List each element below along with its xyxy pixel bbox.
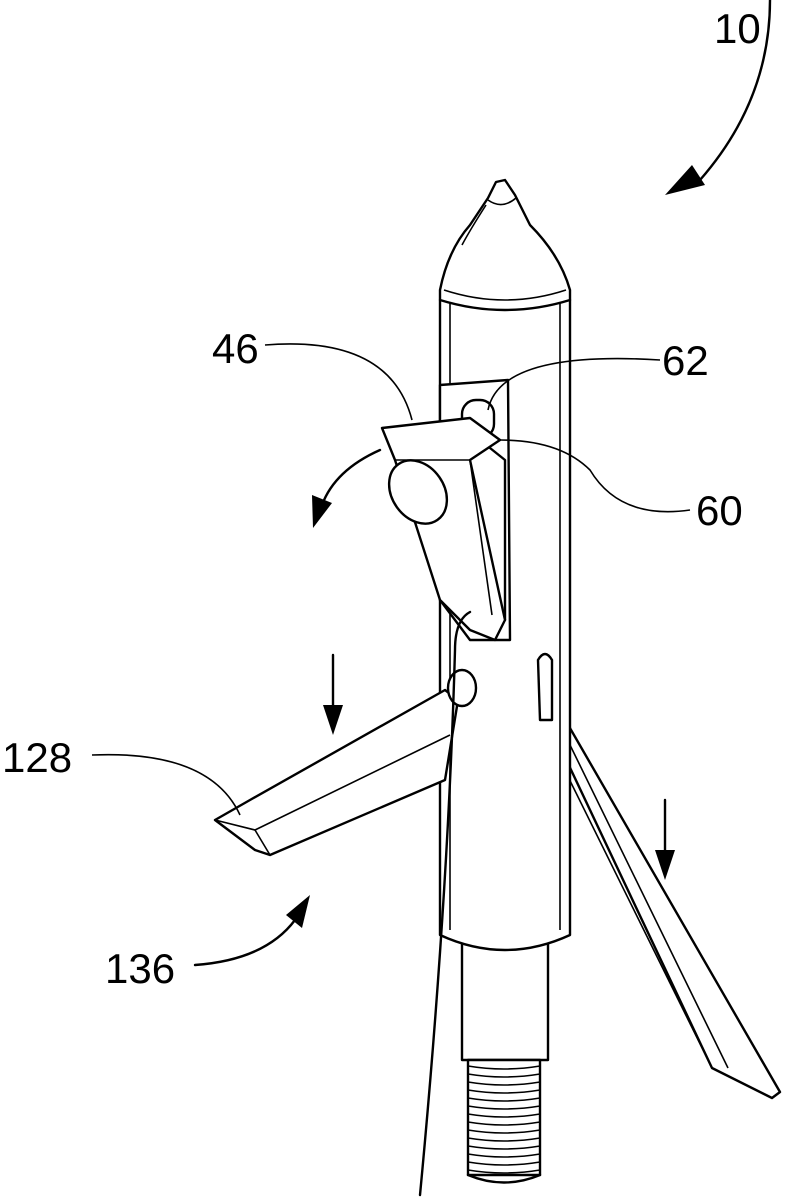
thread-line: [467, 1169, 541, 1174]
thread-line: [467, 1089, 541, 1094]
thread-line: [467, 1129, 541, 1134]
thread-line: [467, 1113, 541, 1118]
top-blade: [380, 416, 507, 642]
tip: [438, 178, 572, 312]
label-128: 128: [2, 734, 73, 781]
thread-line: [467, 1097, 541, 1102]
thread-line: [467, 1105, 541, 1110]
thread-line: [467, 1137, 541, 1142]
arrows: [193, 0, 772, 967]
thread-line: [467, 1145, 541, 1150]
right-blade: [536, 688, 782, 1100]
label-46: 46: [212, 325, 259, 372]
label-60: 60: [696, 487, 743, 534]
thread-line: [467, 1081, 541, 1086]
label-10: 10: [714, 5, 761, 52]
label-62: 62: [662, 337, 709, 384]
thread-line: [467, 1065, 541, 1070]
threaded-shank: [460, 938, 550, 1184]
thread-line: [467, 1161, 541, 1166]
label-136: 136: [105, 945, 176, 992]
wire: [418, 610, 472, 1197]
thread-line: [467, 1121, 541, 1126]
leader-lines: [91, 343, 691, 816]
thread-line: [467, 1153, 541, 1158]
thread-line: [467, 1073, 541, 1078]
